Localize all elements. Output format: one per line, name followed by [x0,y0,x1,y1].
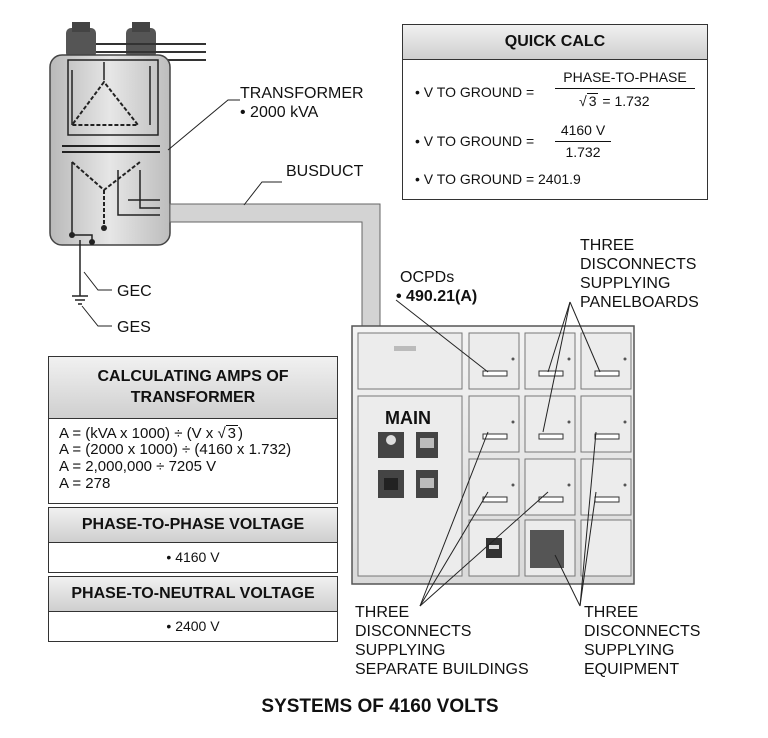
callout-line: DISCONNECTS [355,623,471,640]
quick-calc-box: QUICK CALC • V TO GROUND = PHASE-TO-PHAS… [402,24,708,200]
disconnect-handle [482,370,508,377]
callout-line: THREE [584,604,638,621]
qc-row1-root: 3 [586,93,599,109]
callout-line: SUPPLYING [580,275,670,292]
calc-amps-title-line: CALCULATING AMPS OF [97,368,289,385]
grounding-conductor [72,240,112,327]
callout-line: DISCONNECTS [580,256,696,273]
disconnect-cell [468,519,520,577]
callout-buildings: THREE DISCONNECTS SUPPLYING SEPARATE BUI… [355,604,529,678]
transformer [49,22,206,246]
qc-row2-fraction-bar [555,141,611,142]
callout-line: THREE [355,604,409,621]
disconnect-handle [538,370,564,377]
calc-line-1: A = (kVA x 1000) ÷ (V x √3) [59,425,244,442]
disconnect-cell [468,458,520,516]
disconnect-cell [524,395,576,453]
transformer-title: TRANSFORMER [240,85,364,102]
calc-amps-title: CALCULATING AMPS OF TRANSFORMER [49,357,337,419]
cell-indicator [623,483,627,487]
disconnect-cell [524,458,576,516]
phase-to-phase-box: PHASE-TO-PHASE VOLTAGE • 4160 V [48,507,338,573]
phase-to-phase-title: PHASE-TO-PHASE VOLTAGE [49,508,337,543]
qc-row2-numerator: 4160 V [560,122,606,138]
ocpd-value: • 490.21(A) [396,288,477,305]
cell-indicator [567,357,571,361]
disconnect-cell [580,395,632,453]
cell-indicator [567,420,571,424]
busduct [169,181,381,329]
cell-indicator [511,420,515,424]
qc-row1-denominator: √3 = 1.732 [579,93,650,109]
callout-equipment: THREE DISCONNECTS SUPPLYING EQUIPMENT [584,604,700,678]
transformer-rating: • 2000 kVA [240,104,319,121]
callout-line: PANELBOARDS [580,294,699,311]
phase-to-phase-value: • 4160 V [166,549,220,565]
cell-indicator [511,483,515,487]
quick-calc-title: QUICK CALC [403,25,707,60]
disconnect-handle [482,496,508,503]
disconnect-cell [468,395,520,453]
ges-label: GES [117,319,151,336]
disconnect-cell [580,519,632,577]
callout-line: SUPPLYING [355,642,445,659]
gec-label: GEC [117,283,152,300]
calc-line-4: A = 278 [59,475,111,492]
qc-row2-lhs: • V TO GROUND = [415,133,535,149]
transformer-leader [167,99,240,151]
disconnect-cell [524,332,576,390]
qc-row1-den-value: = 1.732 [602,93,650,109]
calc-amps-box: CALCULATING AMPS OF TRANSFORMER A = (kVA… [48,356,338,504]
callout-line: THREE [580,237,634,254]
cell-indicator [623,357,627,361]
cell-indicator [623,420,627,424]
callout-line: SUPPLYING [584,642,674,659]
ocpd-label: OCPDs [400,269,454,286]
callout-leaders [395,299,601,607]
cell-indicator [511,357,515,361]
disconnect-handle [538,496,564,503]
footer-title: SYSTEMS OF 4160 VOLTS [261,696,498,717]
phase-to-neutral-box: PHASE-TO-NEUTRAL VOLTAGE • 2400 V [48,576,338,642]
phase-to-neutral-value: • 2400 V [166,618,220,634]
phase-to-neutral-title: PHASE-TO-NEUTRAL VOLTAGE [49,577,337,612]
qc-row2-denominator: 1.732 [565,144,601,160]
main-label: MAIN [385,408,431,428]
calc-line-1-post: ) [238,425,244,442]
calc-line-1-root: 3 [225,425,239,442]
disconnect-cell [580,332,632,390]
busduct-label: BUSDUCT [286,163,364,180]
disconnect-handle [538,433,564,440]
disconnect-handle [594,496,620,503]
calc-amps-title-line: TRANSFORMER [130,389,256,406]
cell-indicator [567,483,571,487]
qc-row1-numerator: PHASE-TO-PHASE [563,69,687,85]
disconnect-cell [468,332,520,390]
callout-panelboards: THREE DISCONNECTS SUPPLYING PANELBOARDS [580,237,699,311]
disconnect-handle [482,433,508,440]
qc-row1-lhs: • V TO GROUND = [415,84,535,100]
qc-row3: • V TO GROUND = 2401.9 [415,171,581,187]
disconnect-cell [580,458,632,516]
disconnect-handle [594,433,620,440]
qc-row1-fraction-bar [555,88,695,89]
callout-line: DISCONNECTS [584,623,700,640]
callout-line: SEPARATE BUILDINGS [355,661,529,678]
disconnect-handle [594,370,620,377]
calc-line-3: A = 2,000,000 ÷ 7205 V [59,458,217,475]
callout-line: EQUIPMENT [584,661,679,678]
calc-line-2: A = (2000 x 1000) ÷ (4160 x 1.732) [59,441,292,458]
calc-line-1-pre: A = (kVA x 1000) ÷ (V x [59,425,218,442]
